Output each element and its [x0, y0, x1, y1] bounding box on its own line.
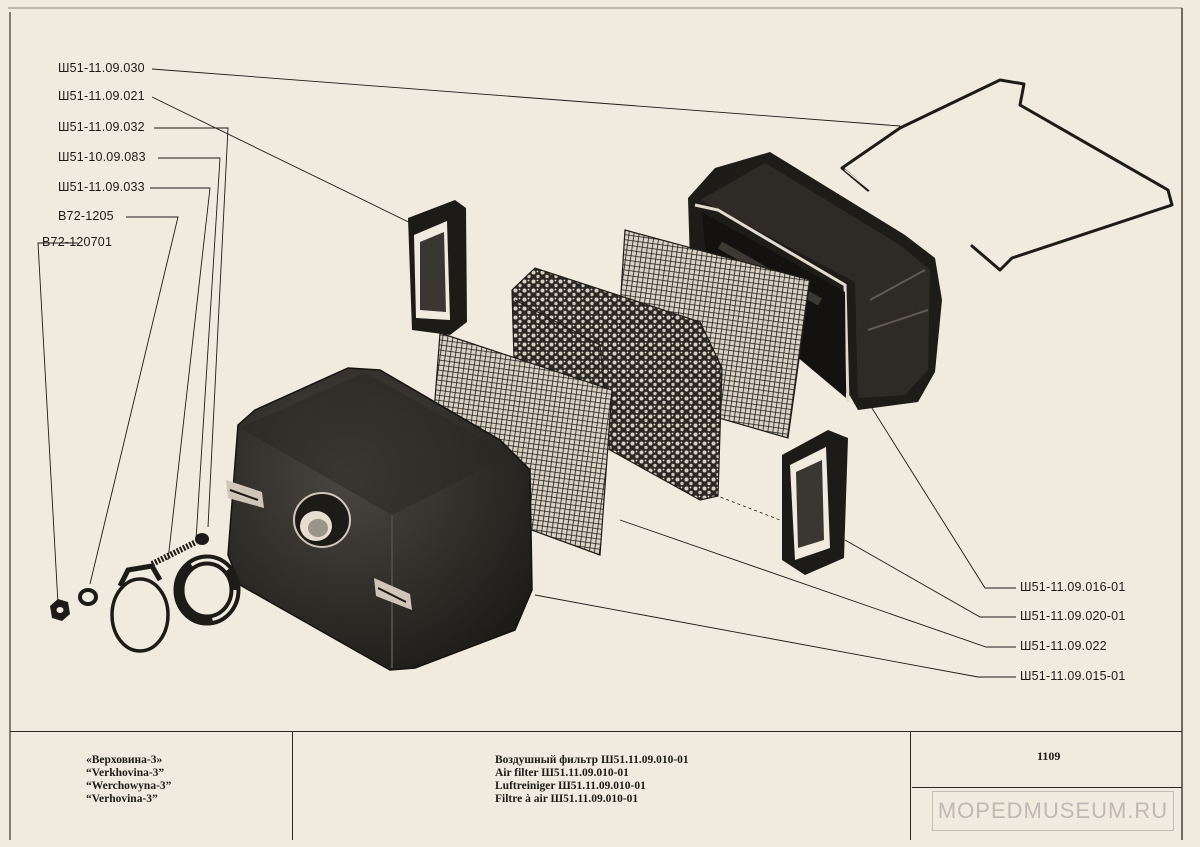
assembly-title-fr: Filtre à air Ш51.11.09.010-01: [495, 793, 639, 805]
assembly-title-ru: Воздушный фильтр Ш51.11.09.010-01: [495, 754, 689, 766]
part-label-screw: Ш51-10.09.083: [58, 150, 146, 164]
part-label-nut: В72-120701: [42, 235, 113, 249]
part-label-mesh-left: Ш51-11.09.020-01: [1020, 609, 1126, 623]
part-label-mesh-right: Ш51-11.09.022: [1020, 639, 1107, 653]
model-name-ru: «Верховина-3»: [86, 754, 163, 766]
part-label-bracket-upper: Ш51-11.09.021: [58, 89, 145, 103]
model-name-en: “Verkhovina-3”: [86, 767, 165, 779]
sheet-number: 1109: [1037, 749, 1061, 763]
title-block-model-cell: «Верховина-3» “Verkhovina-3” “Werchowyna…: [10, 732, 293, 840]
channel-bracket-lower: [782, 430, 848, 575]
wire-spring-clip: [840, 78, 1174, 272]
assembly-title-de: Luftreiniger Ш51.11.09.010-01: [495, 780, 646, 792]
mesh-dashed-link: [714, 494, 781, 521]
washer: [78, 588, 98, 606]
clamp-band: [110, 563, 170, 653]
part-label-wire-clip: Ш51-11.09.030: [58, 61, 145, 75]
hex-nut: [50, 599, 70, 621]
site-watermark: MOPEDMUSEUM.RU: [932, 791, 1174, 831]
channel-bracket-upper: [408, 200, 467, 335]
model-name-fr: “Verhovina-3”: [86, 793, 158, 805]
title-block: «Верховина-3» “Verkhovina-3” “Werchowyna…: [10, 731, 1182, 840]
leader-lines: [37, 68, 1016, 678]
clamp-screw: [150, 533, 209, 567]
air-filter-body: [226, 367, 533, 671]
part-label-clamp-band: Ш51-11.09.033: [58, 180, 145, 194]
title-block-sheet-divider: [912, 787, 1182, 788]
clamp-ring: [173, 554, 241, 626]
assembly-title-en: Air filter Ш51.11.09.010-01: [495, 767, 629, 779]
part-label-clamp-ring: Ш51-11.09.032: [58, 120, 145, 134]
title-block-title-cell: Воздушный фильтр Ш51.11.09.010-01 Air fi…: [292, 732, 911, 840]
model-name-de: “Werchowyna-3”: [86, 780, 172, 792]
part-label-housing: Ш51-11.09.016-01: [1020, 580, 1126, 594]
part-label-bracket-lower: Ш51-11.09.015-01: [1020, 669, 1126, 683]
part-label-washer: В72-1205: [58, 209, 114, 223]
